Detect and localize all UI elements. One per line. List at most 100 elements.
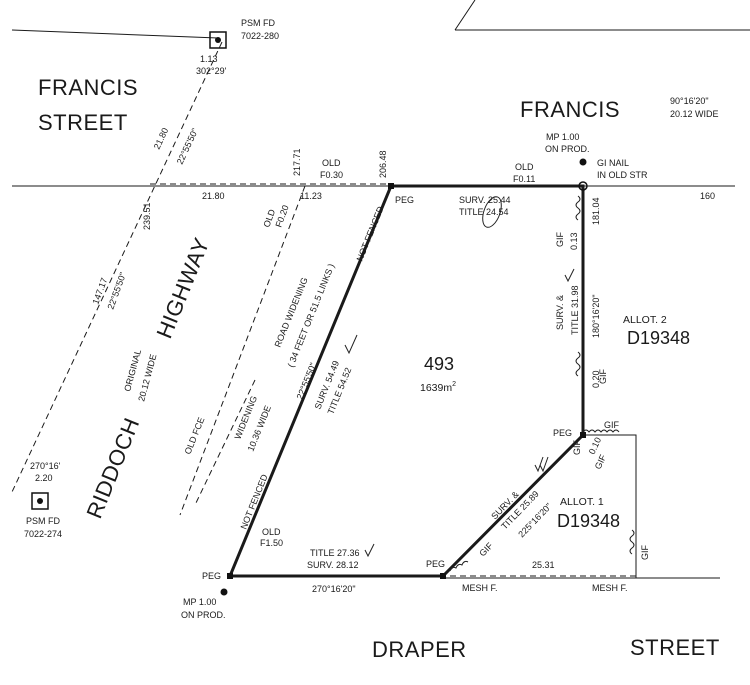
dim-2-20: 2.20 xyxy=(35,473,53,483)
gif-label-5: GIF xyxy=(572,439,582,455)
allot-1-boundary xyxy=(583,434,637,578)
dim-270-16-left: 270°16' xyxy=(30,461,61,471)
mp-bottom-label-1: MP 1.00 xyxy=(183,597,216,607)
old-f011-label-2: F0.11 xyxy=(513,174,535,184)
peg-right-label: PEG xyxy=(553,428,572,438)
psm-top-dot xyxy=(215,37,221,43)
old-f150-label-1: OLD xyxy=(262,527,281,537)
gif-label-6: GIF xyxy=(477,540,495,558)
dim-20-12-wide: 20.12 WIDE xyxy=(670,109,719,119)
mp-bottom-label-2: ON PROD. xyxy=(181,610,226,620)
psm-top-icon xyxy=(209,31,227,49)
psm-bottom-label-2: 7022-274 xyxy=(24,529,62,539)
old-fce-label: OLD FCE xyxy=(183,416,207,456)
mp-top-label-1: MP 1.00 xyxy=(546,132,579,142)
mp-top-icon xyxy=(579,158,587,166)
psm-top-label-2: 7022-280 xyxy=(241,31,279,41)
psm-bottom-label-1: PSM FD xyxy=(26,516,61,526)
dim-180-16-20: 180°16'20" xyxy=(591,294,601,338)
dim-25-31: 25.31 xyxy=(532,560,555,570)
mesh-f-label-1: MESH F. xyxy=(462,583,498,593)
psm-bottom-dot xyxy=(37,498,43,504)
gif-label-3: GIF xyxy=(604,420,620,430)
lot-493-boundary xyxy=(227,184,585,578)
check-mark-2 xyxy=(564,268,575,283)
dim-302-29: 302°29' xyxy=(196,66,227,76)
dim-270-16-20-bottom: 270°16'20" xyxy=(312,584,356,594)
francis-street-label-2: STREET xyxy=(38,110,128,135)
peg-right-icon xyxy=(580,432,586,438)
gif-label-7: GIF xyxy=(640,544,650,560)
title-27-36: TITLE 27.36 xyxy=(310,548,360,558)
psm-top-link xyxy=(11,29,219,39)
dim-239-51: 239.51 xyxy=(142,202,152,230)
riddoch-label: RIDDOCH xyxy=(81,414,144,522)
check-mark-3 xyxy=(534,456,549,473)
lot-number: 493 xyxy=(424,354,454,374)
gif-label-1: GIF xyxy=(555,231,565,247)
gi-nail-label-1: GI NAIL xyxy=(597,158,629,168)
gi-nail-icon xyxy=(578,181,588,191)
check-mark-1 xyxy=(344,334,358,355)
top-corner-line xyxy=(454,0,750,31)
old-f150-label-2: F1.50 xyxy=(260,538,283,548)
street-bottom-label: STREET xyxy=(630,635,720,660)
peg-top-icon xyxy=(388,183,394,189)
peg-bottom-left-label: PEG xyxy=(202,571,221,581)
dim-old-f020-2: F0.20 xyxy=(273,204,290,229)
gif-fence-diag xyxy=(449,560,469,572)
surv-title-right-2: TITLE 31.98 xyxy=(570,285,580,335)
dim-181-04: 181.04 xyxy=(591,197,601,225)
dim-22-55-50-top: 22°55'50" xyxy=(175,127,200,166)
dim-11-23: 11.23 xyxy=(300,191,322,201)
riddoch-original-boundary xyxy=(11,41,223,493)
psm-top-label-1: PSM FD xyxy=(241,18,276,28)
allot-1-plan: D19348 xyxy=(557,511,620,531)
surv-25-44: SURV. 25.44 xyxy=(459,195,511,205)
mp-top-label-2: ON PROD. xyxy=(545,144,590,154)
peg-top-label: PEG xyxy=(395,195,414,205)
road-widening-line xyxy=(179,185,306,516)
dim-0-10: 0.10 xyxy=(587,436,603,456)
francis-street-label-1: FRANCIS xyxy=(38,75,138,100)
dim-1-13: 1.13 xyxy=(200,54,218,64)
dim-206-48: 206.48 xyxy=(378,150,388,178)
mesh-f-label-2: MESH F. xyxy=(592,583,628,593)
dim-21-80-diag: 21.80 xyxy=(152,126,171,151)
dim-old-f030-1: OLD xyxy=(322,158,341,168)
peg-bottom-mid-icon xyxy=(440,573,446,579)
highway-label: HIGHWAY xyxy=(151,234,214,342)
peg-bottom-mid-label: PEG xyxy=(426,559,445,569)
draper-label: DRAPER xyxy=(372,637,467,662)
mp-bottom-icon xyxy=(220,588,228,596)
circle-mark xyxy=(482,196,502,228)
dim-22-55-50-left: 22°55'50" xyxy=(105,271,128,311)
dim-0-20: 0.20 xyxy=(591,370,601,388)
not-fenced-bottom-label: NOT FENCED xyxy=(239,472,270,530)
dim-old-f030-2: F0.30 xyxy=(320,170,343,180)
old-f011-label-1: OLD xyxy=(515,162,534,172)
title-24-54: TITLE 24.54 xyxy=(459,207,509,217)
psm-bottom-icon xyxy=(31,492,49,510)
gi-nail-label-2: IN OLD STR xyxy=(597,170,648,180)
surv-28-12: SURV. 28.12 xyxy=(307,560,359,570)
francis-label-right: FRANCIS xyxy=(520,97,620,122)
allot-2-plan: D19348 xyxy=(627,328,690,348)
surv-title-right-1: SURV. & xyxy=(555,295,565,330)
allot-1-label: ALLOT. 1 xyxy=(560,496,604,508)
check-mark-4 xyxy=(364,543,375,558)
gif-fence-corner xyxy=(582,429,620,433)
gif-fence-east xyxy=(629,529,635,555)
dim-217-71: 217.71 xyxy=(292,148,302,176)
old-fence-line xyxy=(194,379,256,506)
lot-area: 1639m2 xyxy=(420,381,456,394)
dim-147-17: 147.17 xyxy=(90,276,109,305)
gif-fence-right xyxy=(575,351,581,377)
dim-22-55-50-diag: 22°55'50" xyxy=(295,361,319,400)
not-fenced-top-label: NOT FENCED xyxy=(355,204,386,262)
peg-bottom-left-icon xyxy=(227,573,233,579)
dim-0-13: 0.13 xyxy=(569,232,579,250)
dim-90-16-20: 90°16'20" xyxy=(670,96,709,106)
gif-label-2: GIF xyxy=(598,368,608,384)
